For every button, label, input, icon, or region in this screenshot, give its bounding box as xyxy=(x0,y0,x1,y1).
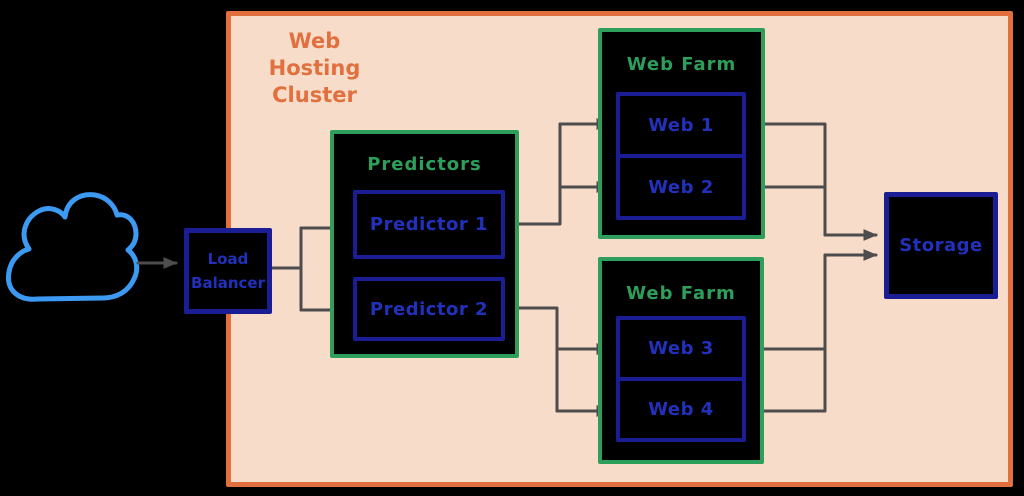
storage-node: Storage xyxy=(884,192,998,299)
storage-label: Storage xyxy=(899,235,983,256)
cloud-icon xyxy=(5,192,140,302)
web-farm-top-title: Web Farm xyxy=(626,54,737,75)
web-1-node: Web 1 xyxy=(620,96,742,158)
predictor-2-node: Predictor 2 xyxy=(353,277,505,341)
web-farm-bottom-stack: Web 3 Web 4 xyxy=(616,316,746,442)
predictor-1-label: Predictor 1 xyxy=(369,214,489,235)
predictor-2-label: Predictor 2 xyxy=(369,298,489,320)
cluster-title-line2: Cluster xyxy=(272,83,357,107)
web-farm-top-stack: Web 1 Web 2 xyxy=(616,92,746,220)
load-balancer-label-line1: Load xyxy=(207,250,249,268)
load-balancer-label-line2: Balancer xyxy=(191,274,265,292)
cluster-title: Web Hosting Cluster xyxy=(242,28,387,109)
predictor-1-node: Predictor 1 xyxy=(353,190,505,259)
wire-loadbalancer-trunk xyxy=(270,226,303,312)
web-farm-bottom-title: Web Farm xyxy=(626,283,736,304)
predictors-group-title: Predictors xyxy=(367,154,482,175)
web-3-node: Web 3 xyxy=(620,320,742,381)
web-4-node: Web 4 xyxy=(648,399,714,420)
load-balancer-node: Load Balancer xyxy=(184,228,272,314)
cluster-title-line1: Web Hosting xyxy=(268,29,361,80)
web-2-node: Web 2 xyxy=(648,176,714,198)
